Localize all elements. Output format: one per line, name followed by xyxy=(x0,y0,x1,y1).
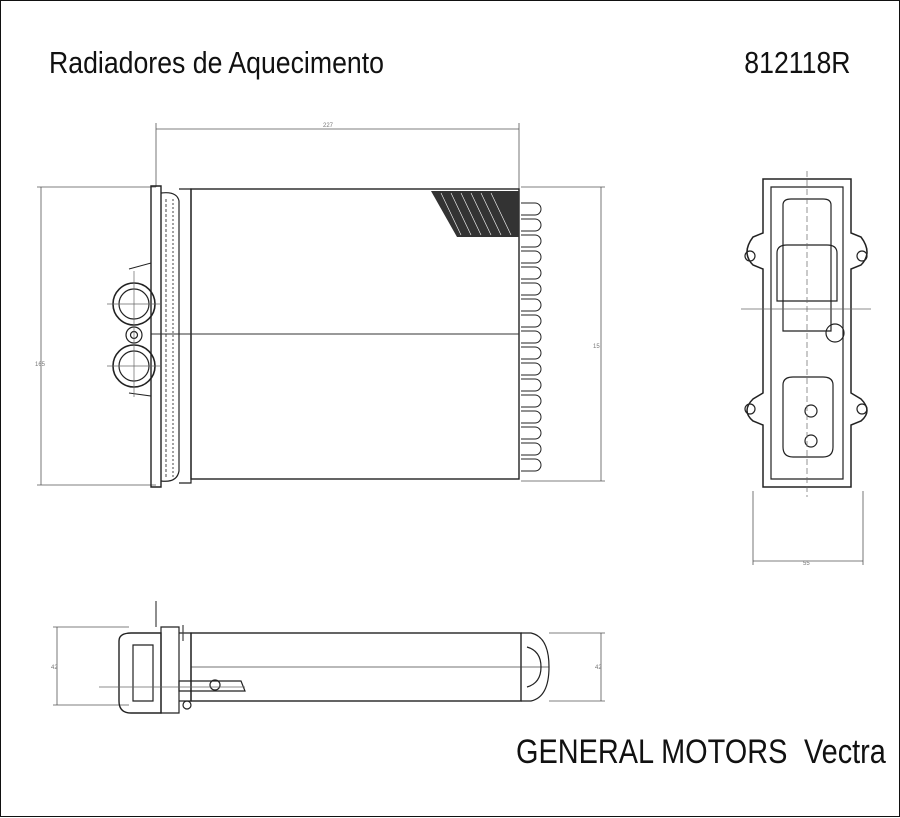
bottom-thickness-label-right: 42 xyxy=(595,665,602,671)
side-width-dimension-label: 55 xyxy=(803,561,810,567)
make-label: GENERAL xyxy=(516,733,654,771)
make2-label: MOTORS xyxy=(661,733,788,771)
bottom-thickness-label-left: 42 xyxy=(51,665,58,671)
height-dimension-label-right: 15 xyxy=(593,344,600,350)
front-view: 227 165 15 xyxy=(35,123,605,488)
bottom-view: 42 42 xyxy=(51,601,605,714)
vehicle-label: GENERAL MOTORS Vectra xyxy=(516,733,886,772)
model-label: Vectra xyxy=(803,733,886,771)
page-title: Radiadores de Aquecimento xyxy=(49,45,384,80)
height-dimension-label-left: 165 xyxy=(35,362,46,368)
side-view: 55 xyxy=(741,171,871,567)
tube-loops xyxy=(521,202,542,472)
width-dimension-label: 227 xyxy=(323,123,334,129)
part-number: 812118R xyxy=(744,45,851,80)
pipe-connections xyxy=(107,262,161,397)
